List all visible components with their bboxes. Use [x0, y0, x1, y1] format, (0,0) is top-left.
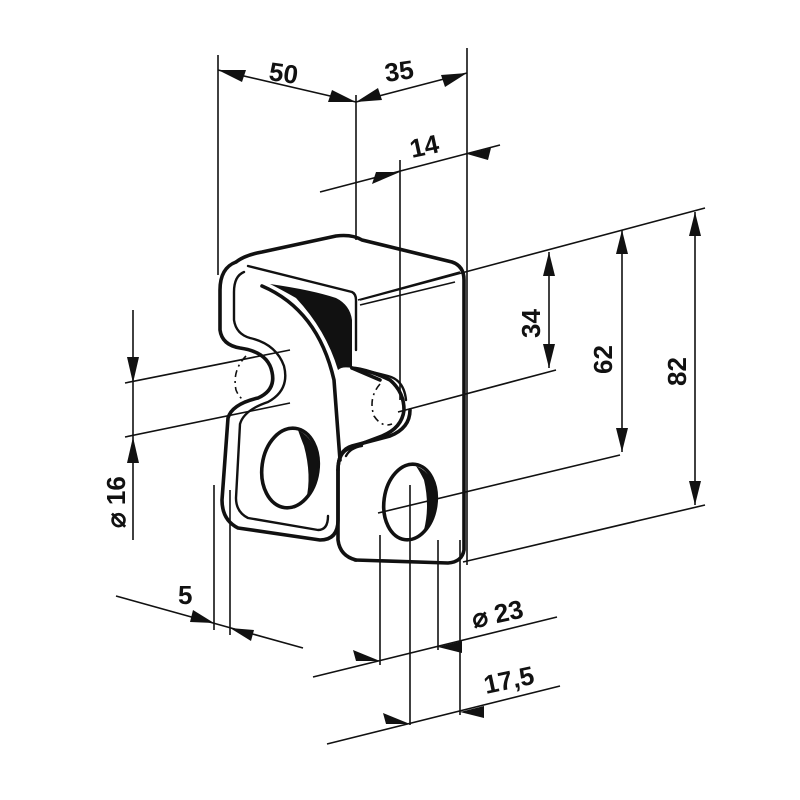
- dim-50: 50: [267, 56, 300, 90]
- extension-lines: [124, 48, 706, 725]
- dim-5: 5: [178, 580, 192, 610]
- dim-34: 34: [516, 309, 546, 338]
- dim-hole-diameter: ⌀ 23: [469, 594, 526, 634]
- dim-pin-diameter: ⌀ 16: [101, 476, 131, 528]
- dim-35: 35: [383, 54, 416, 88]
- dimension-lines: [115, 69, 701, 745]
- dim-62: 62: [588, 345, 618, 374]
- bracket-part: [218, 233, 466, 565]
- dimension-labels: 50 35 14 34 62 82 ⌀ 16 5 ⌀ 23 17,5: [101, 54, 692, 700]
- dim-14: 14: [407, 128, 442, 163]
- dim-82: 82: [662, 357, 692, 386]
